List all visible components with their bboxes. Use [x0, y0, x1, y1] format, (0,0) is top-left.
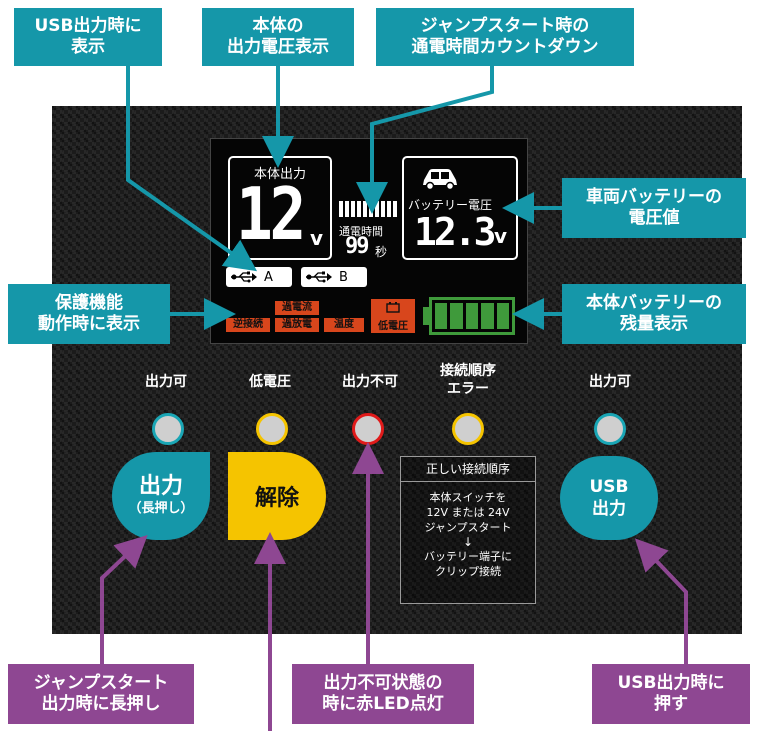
error-overdischarge: 過放電: [275, 318, 319, 332]
usb-output-button-label: USB 出力: [589, 477, 629, 519]
vehicle-voltage-box: バッテリー電圧 12.3 v: [402, 156, 518, 260]
callout-usb-display: USB出力時に 表示: [14, 8, 162, 66]
battery-voltage-label: バッテリー電圧: [408, 198, 493, 212]
usb-a-indicator: A: [226, 267, 292, 287]
led-order-error: [452, 413, 484, 445]
battery-voltage-value: 12.3: [414, 210, 496, 254]
callout-jump-longpress: ジャンプスタート 出力時に長押し: [8, 664, 194, 724]
arrow-usb-display: [126, 66, 258, 272]
callout-body-voltage: 本体の 出力電圧表示: [202, 8, 354, 66]
callout-vehicle-voltage: 車両バッテリーの 電圧値: [562, 178, 746, 238]
sequence-step1: 本体スイッチを 12V または 24V ジャンプスタート: [424, 491, 512, 534]
error-temperature: 温度: [324, 318, 364, 332]
sequence-step2: バッテリー端子に クリップ接続: [424, 550, 512, 578]
release-button-label: 解除: [254, 486, 299, 511]
car-icon: [423, 169, 457, 190]
error-overcurrent: 過電流: [275, 301, 319, 315]
led-low-voltage: [256, 413, 288, 445]
usb-icon: [306, 271, 332, 283]
connection-sequence-box: 正しい接続順序 本体スイッチを 12V または 24V ジャンプスタート ↓ バ…: [400, 456, 536, 604]
sequence-arrow: ↓: [462, 535, 474, 549]
battery-terminal: [423, 307, 429, 325]
usb-b-indicator: B: [301, 267, 367, 287]
callout-battery-level: 本体バッテリーの 残量表示: [562, 284, 746, 344]
error-low-voltage: 低電圧: [371, 299, 415, 333]
led-usb-ok: [594, 413, 626, 445]
battery-voltage-unit: v: [494, 224, 508, 248]
label-order-error: 接続順序 エラー: [440, 363, 496, 397]
label-usb-ok: 出力可: [589, 374, 631, 390]
output-button-sublabel: （長押し）: [128, 501, 194, 516]
led-output-ok: [152, 413, 184, 445]
label-low-voltage: 低電圧: [249, 374, 291, 390]
callout-usb-press: USB出力時に 押す: [592, 664, 750, 724]
callout-protection: 保護機能 動作時に表示: [8, 284, 170, 344]
label-output-ok: 出力可: [145, 374, 187, 390]
battery-icon: [386, 302, 400, 313]
body-output-label: 本体出力: [253, 167, 306, 182]
usb-output-button[interactable]: USB 出力: [560, 456, 658, 540]
output-button-label: 出力: [138, 474, 183, 499]
callout-red-led: 出力不可状態の 時に赤LED点灯: [292, 664, 474, 724]
timer-value: 99: [345, 234, 369, 259]
arrow-jump-countdown: [356, 66, 494, 214]
sequence-title: 正しい接続順序: [401, 457, 535, 482]
error-reverse: 逆接続: [226, 318, 270, 332]
callout-jump-countdown: ジャンプスタート時の 通電時間カウントダウン: [376, 8, 634, 66]
timer-unit: 秒: [375, 245, 388, 259]
usb-a-label: A: [264, 269, 273, 285]
lcd-display: 本体出力 12 v 通電時間 99 秒 バッテリー電圧 12.3 v A B 逆…: [210, 138, 528, 344]
release-button[interactable]: 解除: [228, 452, 326, 540]
arrow-usb-press: [634, 538, 688, 664]
usb-icon: [231, 271, 257, 283]
timer-label: 通電時間: [339, 225, 383, 238]
body-output-unit: v: [310, 226, 324, 250]
label-output-ng: 出力不可: [342, 374, 398, 390]
arrow-jump-longpress: [100, 535, 148, 664]
low-voltage-label: 低電圧: [378, 321, 408, 332]
output-button[interactable]: 出力 （長押し）: [112, 452, 210, 540]
usb-b-label: B: [339, 269, 348, 285]
